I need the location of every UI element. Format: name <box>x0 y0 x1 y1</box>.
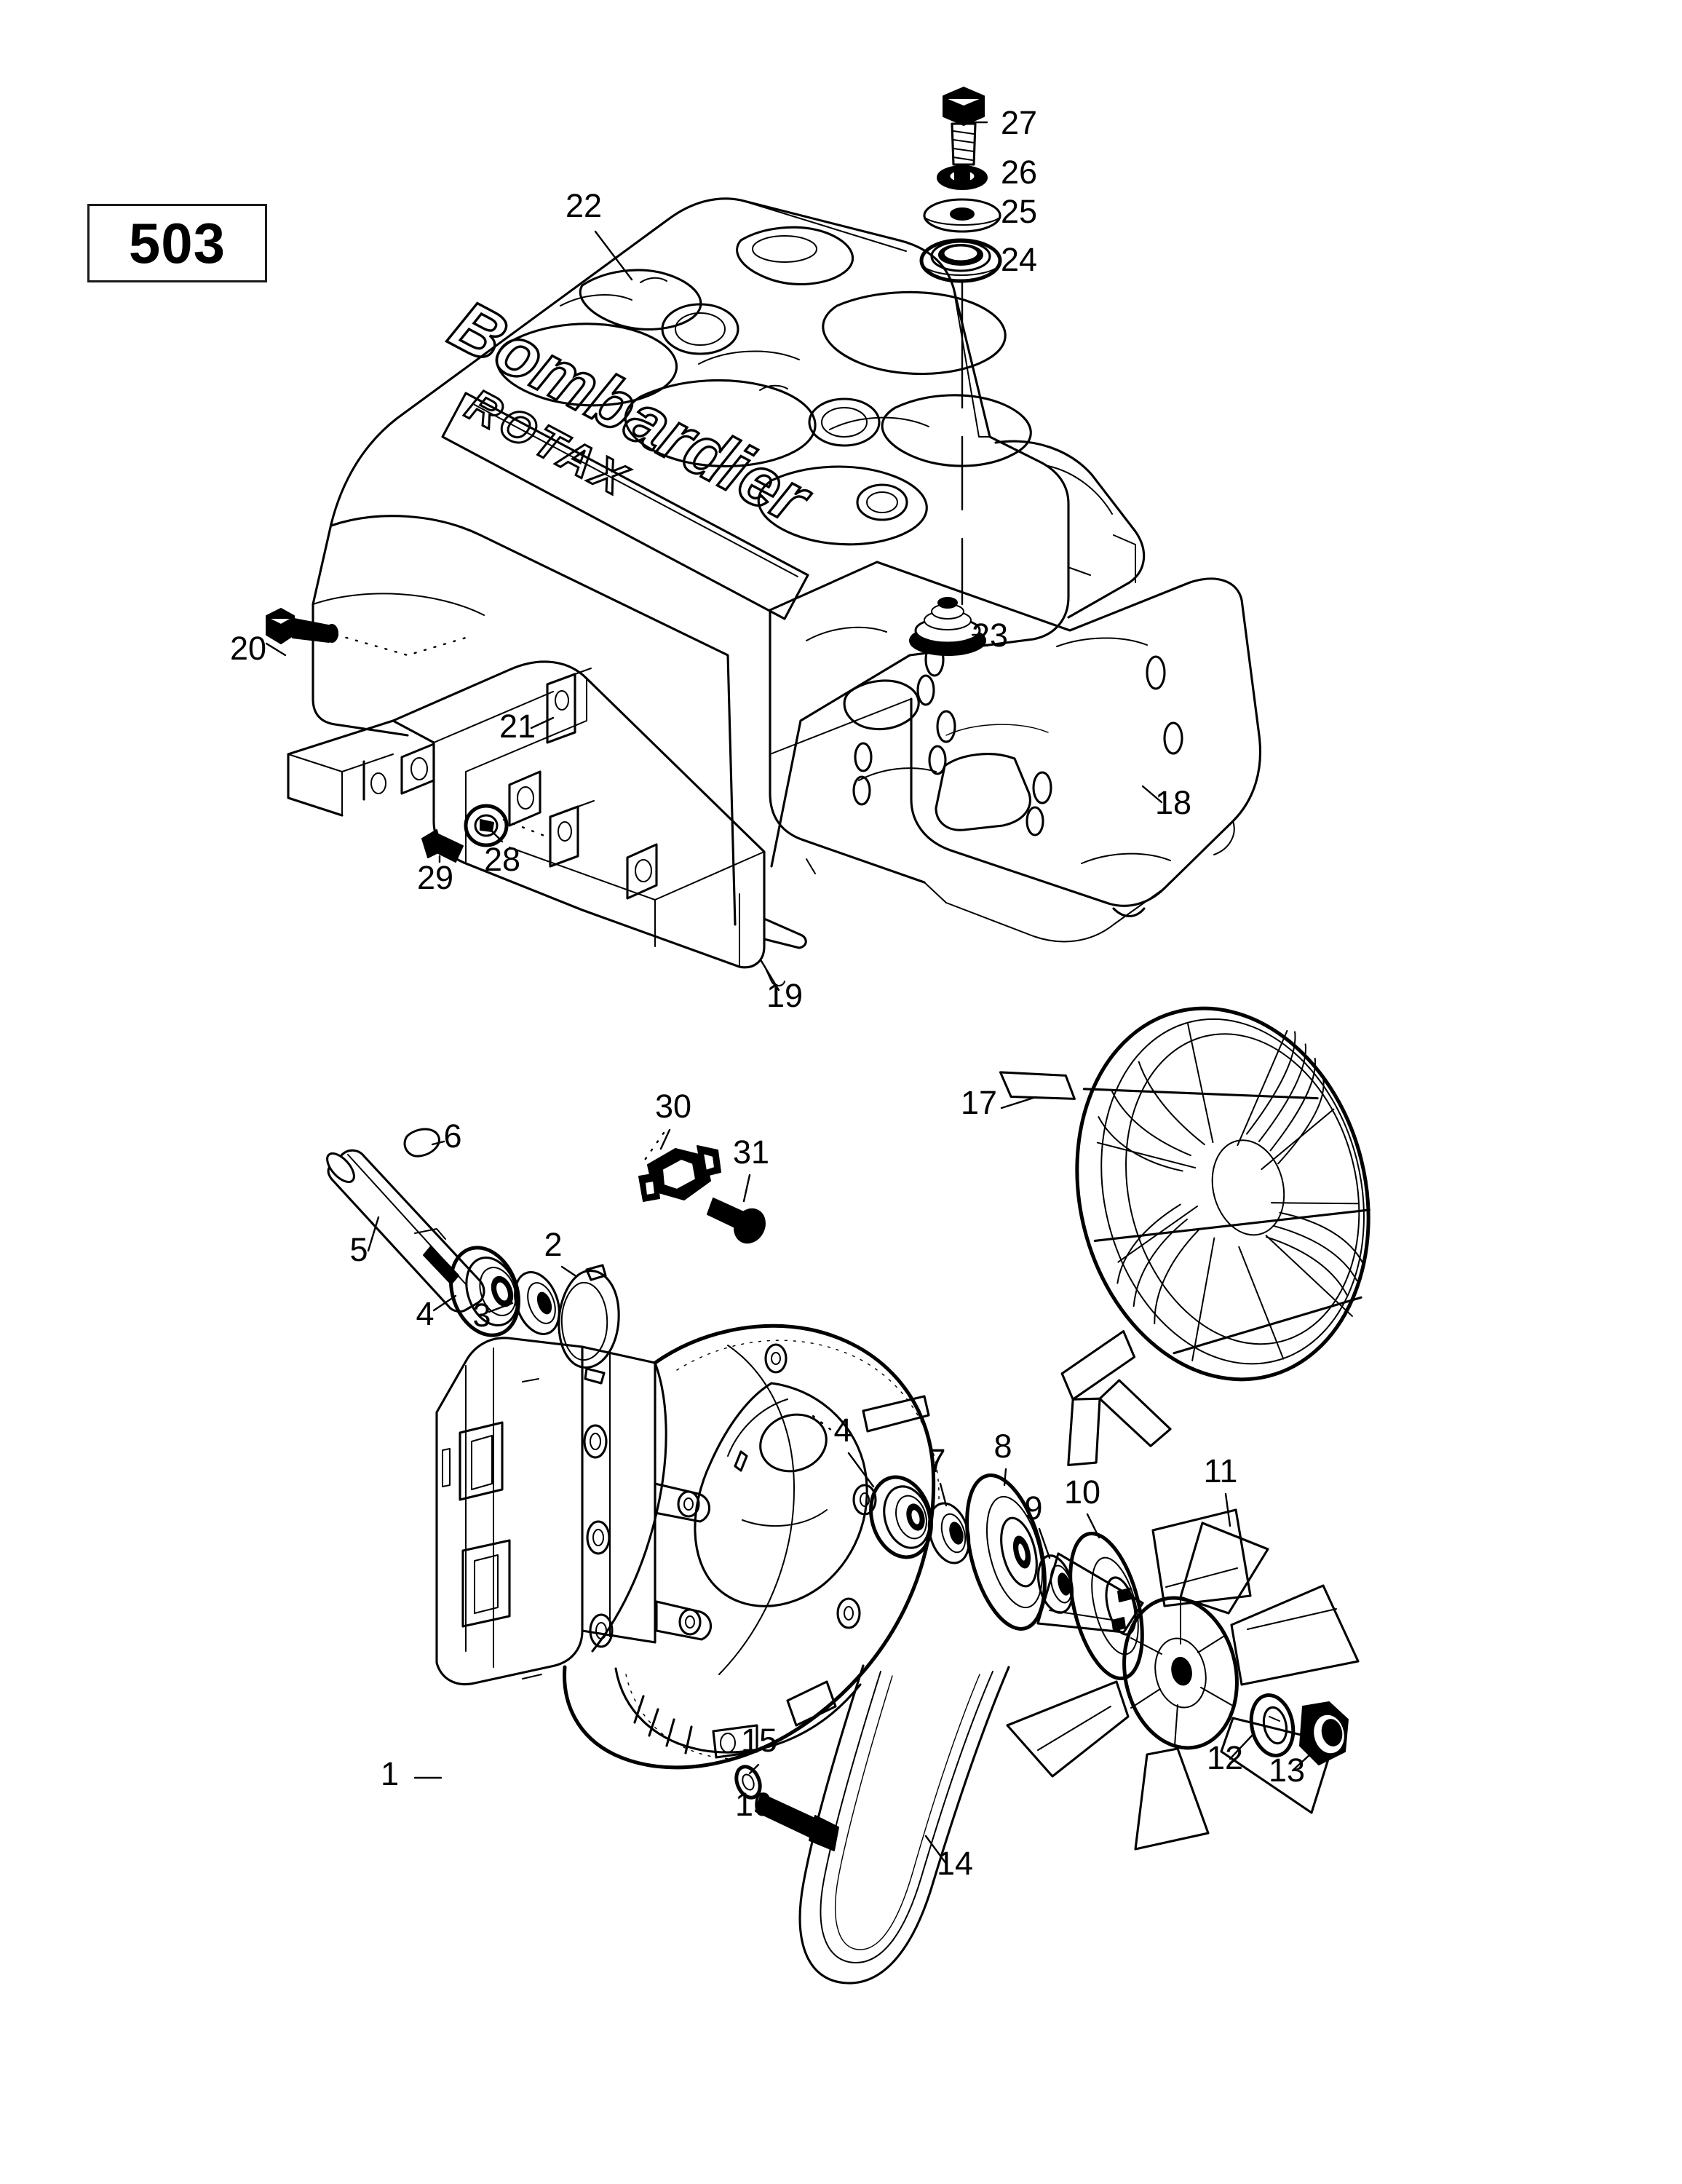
callout-5: 5 <box>349 1231 368 1268</box>
callout-28: 28 <box>484 841 520 878</box>
flat-washer-15 <box>734 1765 762 1800</box>
rubber-bushing-24 <box>919 238 1002 283</box>
shaft-assembly-group <box>326 1128 620 1385</box>
hex-bolt-20 <box>266 608 338 644</box>
callout-17: 17 <box>961 1084 997 1121</box>
callout-labels: 1 2 3 4 4 5 6 7 8 9 10 11 12 13 14 15 16… <box>230 104 1305 1882</box>
pulley-half-8 <box>965 1473 1047 1631</box>
callout-4-left: 4 <box>416 1295 434 1332</box>
seal-spacer-3 <box>514 1271 560 1335</box>
hex-nut-13 <box>1299 1701 1349 1765</box>
callout-1: 1 <box>381 1755 399 1792</box>
callout-25: 25 <box>1001 193 1037 230</box>
hex-bolt-27 <box>943 87 985 166</box>
callout-21: 21 <box>499 708 536 745</box>
callout-7: 7 <box>927 1442 945 1479</box>
callout-19: 19 <box>766 977 803 1014</box>
clip-screw-31 <box>707 1198 766 1244</box>
flat-washer-25 <box>923 198 1001 233</box>
callout-29: 29 <box>417 859 453 896</box>
cover-logo-plate <box>441 392 809 620</box>
drive-belt-14 <box>798 1664 1010 1985</box>
callout-31: 31 <box>733 1133 769 1171</box>
ball-bearing-4-right <box>869 1475 933 1559</box>
callout-30: 30 <box>655 1088 691 1125</box>
callout-8: 8 <box>993 1428 1012 1465</box>
callout-23: 23 <box>972 617 1008 654</box>
section-tag-box: 503 <box>87 204 267 282</box>
callout-12: 12 <box>1207 1739 1243 1776</box>
callout-13: 13 <box>1269 1752 1305 1789</box>
callout-26: 26 <box>1001 154 1037 191</box>
callout-6: 6 <box>443 1117 461 1155</box>
callout-3: 3 <box>472 1297 491 1334</box>
callout-27: 27 <box>1001 104 1037 141</box>
callout-4-right: 4 <box>833 1412 852 1449</box>
callout-16: 16 <box>735 1786 771 1823</box>
fan-shaft-5 <box>326 1149 485 1313</box>
cover-vent-ribs <box>496 226 1032 546</box>
rubber-mount-grommet-23 <box>909 597 986 656</box>
mounting-bracket-21 <box>546 668 595 868</box>
callout-14: 14 <box>937 1845 973 1882</box>
cooling-fan-blade-11 <box>1006 1508 1360 1851</box>
callout-18: 18 <box>1155 784 1191 821</box>
leader-lines <box>265 121 1312 1865</box>
woodruff-key-6 <box>403 1128 440 1158</box>
rear-shroud-panel-group <box>769 561 1262 943</box>
callout-24: 24 <box>1001 241 1037 278</box>
hex-bolt-16 <box>755 1793 839 1851</box>
callout-2: 2 <box>544 1226 562 1263</box>
section-tag-number: 503 <box>128 211 226 275</box>
screw-29 <box>421 829 464 863</box>
callout-22: 22 <box>566 187 602 224</box>
retaining-ring-2 <box>558 1264 620 1385</box>
callout-9: 9 <box>1024 1489 1042 1527</box>
fan-impeller-wheel-17 <box>999 1006 1370 1466</box>
ball-bearing-4-left <box>449 1246 520 1337</box>
callout-11: 11 <box>1204 1452 1238 1489</box>
cable-clip-30 <box>638 1145 721 1202</box>
lower-air-duct-group <box>287 660 807 986</box>
fan-housing-1 <box>435 1324 940 1770</box>
lock-washer-12 <box>1249 1693 1296 1757</box>
callout-20: 20 <box>230 630 266 667</box>
lock-washer-26 <box>937 165 988 190</box>
callout-10: 10 <box>1064 1473 1100 1511</box>
callout-15: 15 <box>741 1722 777 1759</box>
